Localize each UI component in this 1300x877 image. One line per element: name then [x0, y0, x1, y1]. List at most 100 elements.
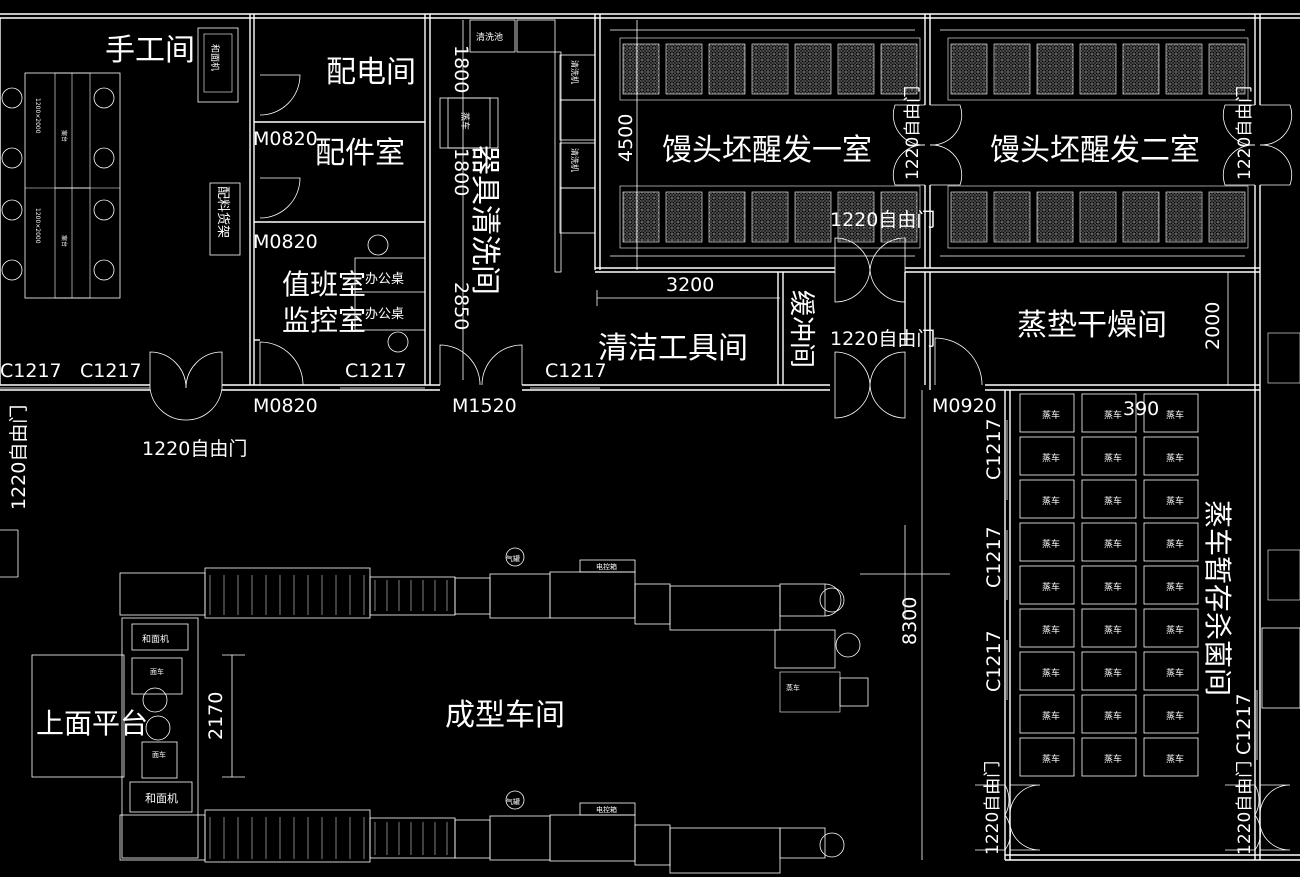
platform: [31, 617, 199, 859]
free-door-label-proof-1: 1220自由门: [903, 86, 923, 180]
room-label-forming: 成型车间: [445, 698, 565, 733]
proof-rack-cell: [1036, 191, 1074, 243]
steam-cart-cell-label: 蒸车: [1042, 710, 1060, 722]
dough-mixer-box: [197, 27, 239, 103]
steam-cart-cell-label: 蒸车: [1166, 624, 1184, 636]
steam-cart-cell: [1143, 694, 1199, 734]
steam-cart-cell-label: 蒸车: [1104, 581, 1122, 593]
steam-cart-cell: [1019, 436, 1075, 476]
proof-rack-cell: [1208, 43, 1246, 95]
wash-machine-label-2: 清洗机: [570, 148, 580, 172]
door-code-m1520: M1520: [452, 395, 517, 417]
steam-cart-cell-label: 蒸车: [1042, 624, 1060, 636]
steam-cart-cell: [1019, 479, 1075, 519]
steam-cart-label-wash: 蒸车: [459, 112, 471, 130]
room-label-power: 配电间: [326, 55, 416, 90]
dough-mixer-label: 和面机: [209, 44, 221, 71]
window-code-c1217-5: C1217: [983, 418, 1005, 480]
window-code-c1217-1: C1217: [0, 360, 62, 382]
steam-cart-cell-label: 蒸车: [1042, 753, 1060, 765]
dim-1800-top: 1800: [450, 45, 472, 93]
steam-cart-cell: [1081, 737, 1137, 777]
handwork-tables: [1, 72, 121, 299]
door-code-m0820-3: M0820: [253, 395, 318, 417]
proof-rack-cell: [1079, 43, 1117, 95]
proof-rack-cell: [794, 43, 832, 95]
free-door-label-buffer-2: 1220自由门: [830, 328, 935, 350]
proof-rack-cell: [1208, 191, 1246, 243]
steam-cart-cell: [1081, 393, 1137, 433]
production-line-top: [119, 547, 869, 713]
free-door-label-bottom-2: 1220自由门: [1235, 761, 1255, 855]
window-code-c1217-6: C1217: [983, 526, 1005, 588]
steam-cart-cell-label: 蒸车: [1166, 495, 1184, 507]
mixer-frame-label: 和面机: [142, 633, 169, 645]
proof-rack-cell: [1036, 43, 1074, 95]
steam-cart-cell-label: 蒸车: [1042, 538, 1060, 550]
steam-cart-cell: [1143, 436, 1199, 476]
air-pump-label-bottom: 气罐: [506, 797, 520, 806]
steam-cart-cell-label: 蒸车: [1104, 710, 1122, 722]
wash-machine-label-1: 清洗机: [570, 60, 580, 84]
steam-cart-cell-label: 蒸车: [1104, 495, 1122, 507]
dough-mixer-bottom-label: 和面机: [145, 791, 178, 805]
proof-rack-cell: [880, 191, 918, 243]
room-label-handwork: 手工间: [105, 33, 195, 68]
proof-rack-cell: [708, 43, 746, 95]
steam-cart-cell-label: 蒸车: [1042, 452, 1060, 464]
dimension-lines: [222, 20, 1229, 860]
right-edge-racks: [1261, 332, 1300, 709]
steam-cart-cell-label: 蒸车: [1166, 581, 1184, 593]
window-code-c1217-8: C1217: [1233, 693, 1255, 755]
free-door-label-far-left: 1220自由门: [8, 405, 30, 510]
steam-cart-cell: [1143, 565, 1199, 605]
room-label-proof-1: 馒头坯醒发一室: [662, 133, 872, 168]
steam-cart-cell-label: 蒸车: [1042, 495, 1060, 507]
window-code-c1217-2: C1217: [80, 360, 142, 382]
steam-cart-cell-label: 蒸车: [1166, 452, 1184, 464]
door-code-m0920: M0920: [932, 395, 997, 417]
wash-sink-label: 清洗池: [476, 31, 503, 43]
room-label-monitor: 监控室: [282, 304, 366, 337]
steam-cart-cell-label: 蒸车: [1042, 409, 1060, 421]
proof-rack-cell: [751, 191, 789, 243]
proof-rack-cell: [622, 43, 660, 95]
steam-cart-cell: [1143, 608, 1199, 648]
proof-rack-cell: [993, 43, 1031, 95]
steam-cart-cell-label: 蒸车: [1042, 581, 1060, 593]
table-size-1: 1200×2000: [34, 98, 41, 134]
proof-rack-cell: [794, 191, 832, 243]
steam-cart-cell: [1143, 522, 1199, 562]
dim-8300: 8300: [899, 597, 921, 645]
free-door-label-buffer-1: 1220自由门: [830, 209, 935, 231]
proof-rack-cell: [950, 191, 988, 243]
face-cart-label-1: 面车: [150, 667, 164, 676]
steam-cart-cell: [1143, 479, 1199, 519]
proof-rack-cell: [665, 43, 703, 95]
steam-cart-cell: [1143, 393, 1199, 433]
room-label-platform: 上面平台: [36, 707, 148, 740]
dough-mixer-inner: [203, 33, 233, 93]
door-code-m0820-2: M0820: [253, 231, 318, 253]
steam-cart-cell: [1081, 522, 1137, 562]
dim-2850: 2850: [450, 282, 472, 330]
proof-rack-cell: [1165, 43, 1203, 95]
proof-rack-cell: [950, 43, 988, 95]
free-door-label-left: 1220自由门: [142, 438, 247, 460]
steam-cart-cell: [1143, 651, 1199, 691]
steam-cart-cell: [1019, 694, 1075, 734]
office-desks: [354, 234, 426, 353]
window-marks: [0, 387, 1258, 760]
table-size-2: 1200×2000: [34, 208, 41, 244]
proof-rack-cell: [1165, 191, 1203, 243]
face-cart-label-2: 面车: [152, 750, 166, 759]
steam-cart-cell: [1081, 651, 1137, 691]
steam-cart-cell: [1019, 565, 1075, 605]
proof-rack-cell: [1079, 191, 1117, 243]
air-pump-label-top: 气罐: [506, 554, 520, 563]
proof-rack-cell: [708, 191, 746, 243]
table-label-2: 案台: [60, 235, 68, 247]
steam-cart-cell: [1019, 393, 1075, 433]
production-line-details: [209, 575, 448, 859]
steam-cart-cell-label: 蒸车: [1166, 753, 1184, 765]
